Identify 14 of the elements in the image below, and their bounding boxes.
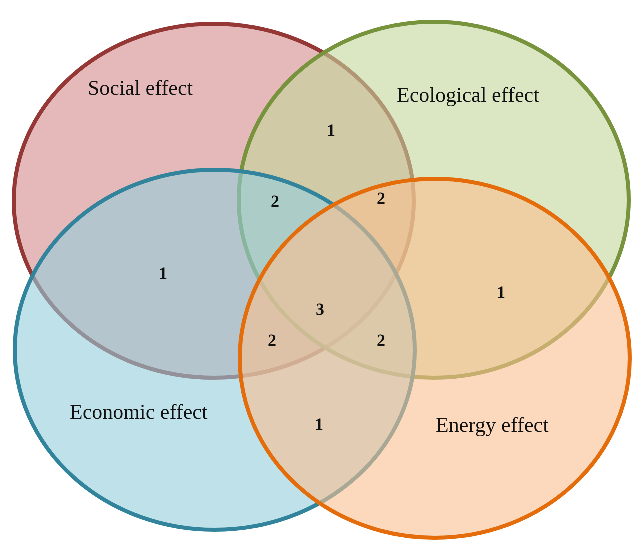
region-count: 1 xyxy=(327,121,336,141)
set-label: Energy effect xyxy=(436,413,549,438)
venn-ellipse xyxy=(238,177,632,540)
region-count: 1 xyxy=(497,283,506,303)
region-count: 1 xyxy=(315,415,324,435)
set-label: Social effect xyxy=(88,76,194,101)
region-count: 2 xyxy=(268,331,276,351)
set-label: Economic effect xyxy=(70,400,208,425)
region-count: 2 xyxy=(271,192,280,212)
region-count: 2 xyxy=(377,331,386,351)
set-label: Ecological effect xyxy=(397,83,540,108)
region-count: 2 xyxy=(377,189,386,209)
region-count: 1 xyxy=(159,264,168,284)
region-count: 3 xyxy=(316,300,324,320)
